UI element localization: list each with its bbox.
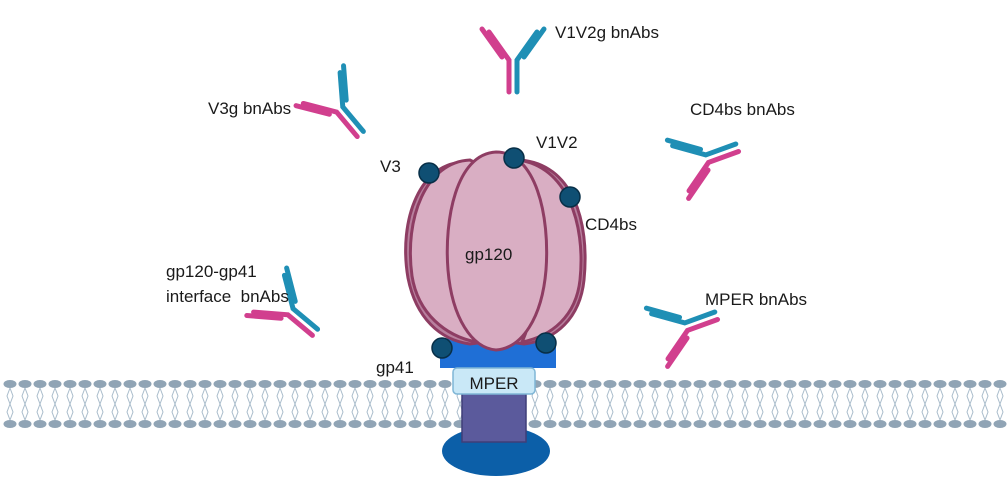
gp120-label: gp120 [465, 245, 512, 264]
interface-bnabs-label-line1: gp120-gp41 [166, 262, 257, 281]
v1v2g-bnabs-label: V1V2g bnAbs [555, 23, 659, 42]
cd4bs-label: CD4bs [585, 215, 637, 234]
v3-label: V3 [380, 157, 401, 176]
v3g-antibody-icon [296, 66, 384, 154]
transmembrane-domain [461, 392, 527, 443]
v3-epitope-dot [418, 162, 440, 184]
mper-region [452, 367, 536, 395]
cd4bs-antibody-icon [667, 119, 747, 199]
gp120-trimer [404, 150, 587, 352]
cd4bs-bnabs-label: CD4bs bnAbs [690, 100, 795, 119]
mper-bnabs-label: MPER bnAbs [705, 290, 807, 309]
v1v2-epitope-dot [503, 147, 525, 169]
mper-label: MPER [469, 374, 518, 393]
v1v2g-antibody-icon [482, 29, 544, 92]
v1v2-label: V1V2 [536, 133, 578, 152]
interface-bnabs-label-line2: interface bnAbs [166, 287, 289, 306]
gp41-epitope-dot-left [431, 337, 453, 359]
gp41-epitope-dot-right [535, 332, 557, 354]
gp41-label: gp41 [376, 358, 414, 377]
v3g-bnabs-label: V3g bnAbs [208, 99, 291, 118]
cd4bs-epitope-dot [559, 186, 581, 208]
interface-antibody-icon [247, 268, 335, 356]
